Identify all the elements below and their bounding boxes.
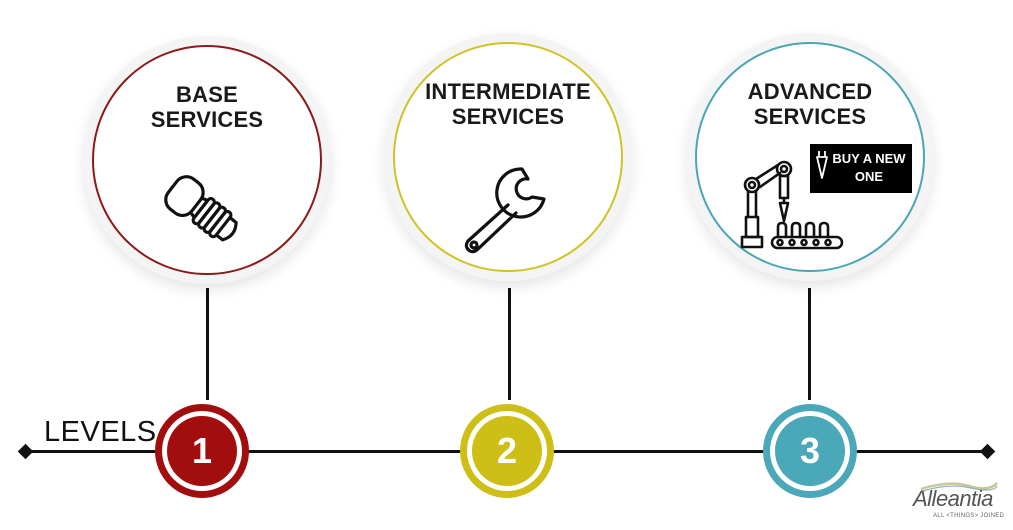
level-1-marker: 1 <box>155 404 249 498</box>
badge-line-2: ONE <box>854 169 884 184</box>
title-line-2: SERVICES <box>753 104 867 129</box>
base-services-card: BASE SERVICES <box>83 36 331 284</box>
level-3-marker: 3 <box>763 404 857 498</box>
nozzle-icon <box>816 150 828 185</box>
intermediate-services-ring <box>393 42 623 272</box>
buy-new-one-badge: BUY A NEW ONE <box>810 144 912 193</box>
title-line-2: SERVICES <box>451 104 565 129</box>
title-line-1: ADVANCED <box>747 79 873 104</box>
axis-end-diamond-icon <box>979 443 996 460</box>
title-line-1: INTERMEDIATE <box>425 79 591 104</box>
base-services-title: BASE SERVICES <box>83 82 331 132</box>
screw-icon <box>151 164 251 259</box>
logo-wordmark: Alleantia <box>913 486 993 511</box>
advanced-services-title: ADVANCED SERVICES <box>686 79 934 129</box>
levels-label: LEVELS <box>44 416 157 448</box>
wrench-icon <box>458 161 558 261</box>
badge-line-1: BUY A NEW <box>832 151 906 166</box>
robot-arm-icon <box>740 159 844 256</box>
level-2-number: 2 <box>472 416 542 486</box>
alleantia-logo: Alleantia ALL <THINGS> JOINED <box>905 480 1005 525</box>
level-1-number: 1 <box>167 416 237 486</box>
connector-line-3 <box>808 288 811 400</box>
logo-tagline: ALL <THINGS> JOINED <box>933 513 1005 519</box>
logo-swoosh-icon <box>920 482 998 492</box>
base-services-ring <box>92 45 322 275</box>
intermediate-services-title: INTERMEDIATE SERVICES <box>384 79 632 129</box>
connector-line-1 <box>206 288 209 400</box>
level-2-marker: 2 <box>460 404 554 498</box>
level-3-number: 3 <box>775 416 845 486</box>
intermediate-services-card: INTERMEDIATE SERVICES <box>384 33 632 281</box>
title-line-1: BASE <box>176 82 238 107</box>
axis-start-diamond-icon <box>17 443 34 460</box>
title-line-2: SERVICES <box>150 107 264 132</box>
connector-line-2 <box>508 288 511 400</box>
